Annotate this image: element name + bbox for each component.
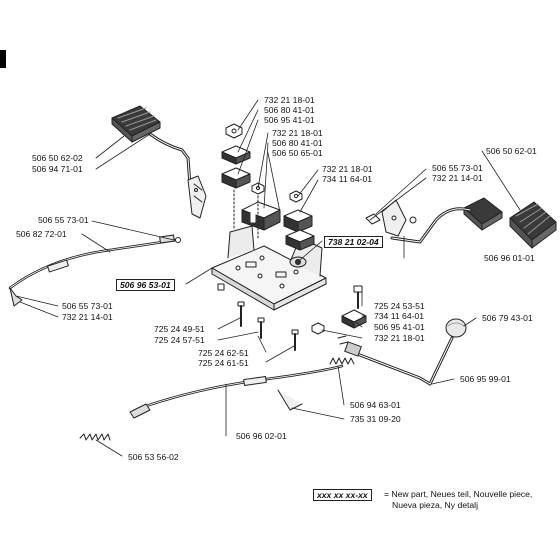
part-label: 506 55 73-01	[432, 163, 483, 173]
part-label: 506 50 65-01	[272, 148, 323, 158]
part-label: 725 24 61-51	[198, 358, 249, 368]
part-label: 506 50 62-02	[32, 153, 83, 163]
part-label: 506 79 43-01	[482, 313, 533, 323]
part-label-new: 738 21 02-04	[324, 236, 383, 248]
part-label: 735 31 09-20	[350, 414, 401, 424]
part-label-new: 506 96 53-01	[116, 279, 175, 291]
part-label: 506 95 41-01	[264, 115, 315, 125]
part-label: 506 55 73-01	[38, 215, 89, 225]
left-cable	[8, 234, 181, 307]
part-label: 732 21 18-01	[374, 333, 425, 343]
part-label: 725 24 49-51	[154, 324, 205, 334]
part-label: 732 21 18-01	[272, 128, 323, 138]
part-label: 506 80 41-01	[272, 138, 323, 148]
part-label: 506 94 71-01	[32, 164, 83, 174]
part-label: 732 21 14-01	[432, 173, 483, 183]
right-rod	[337, 318, 467, 386]
clamp-stack-right	[283, 190, 315, 251]
right-pedal	[365, 197, 557, 249]
part-label: 506 94 63-01	[350, 400, 401, 410]
part-label: 725 24 53-51	[374, 301, 425, 311]
legend-box: xxx xx xx-xx	[313, 489, 372, 501]
left-pedal	[111, 105, 207, 219]
legend-line-2: Nueva pieza, Ny detalj	[392, 500, 478, 510]
part-label: 725 24 57-51	[154, 335, 205, 345]
part-label: 506 82 72-01	[16, 229, 67, 239]
part-label: 506 95 99-01	[460, 374, 511, 384]
part-label: 506 50 62-01	[486, 146, 537, 156]
part-label: 506 53 56-02	[128, 452, 179, 462]
part-label: 734 11 64-01	[374, 311, 425, 321]
small-clamp	[311, 285, 367, 335]
part-label: 734 11 64-01	[322, 174, 373, 184]
part-label: 506 96 02-01	[236, 431, 287, 441]
part-label: 506 80 41-01	[264, 105, 315, 115]
legend-line-1: = New part, Neues teil, Nouvelle piece,	[384, 489, 533, 499]
clamp-stack-left	[221, 123, 281, 241]
part-label: 732 21 18-01	[264, 95, 315, 105]
part-label: 506 95 41-01	[374, 322, 425, 332]
part-label: 725 24 62-51	[198, 348, 249, 358]
page-marker	[0, 50, 6, 68]
part-label: 732 21 14-01	[62, 312, 113, 322]
part-label: 732 21 18-01	[322, 164, 373, 174]
lower-cable	[79, 357, 355, 441]
part-label: 506 55 73-01	[62, 301, 113, 311]
leader-lines	[15, 99, 521, 457]
part-label: 506 96 01-01	[484, 253, 535, 263]
bolts	[217, 283, 299, 351]
